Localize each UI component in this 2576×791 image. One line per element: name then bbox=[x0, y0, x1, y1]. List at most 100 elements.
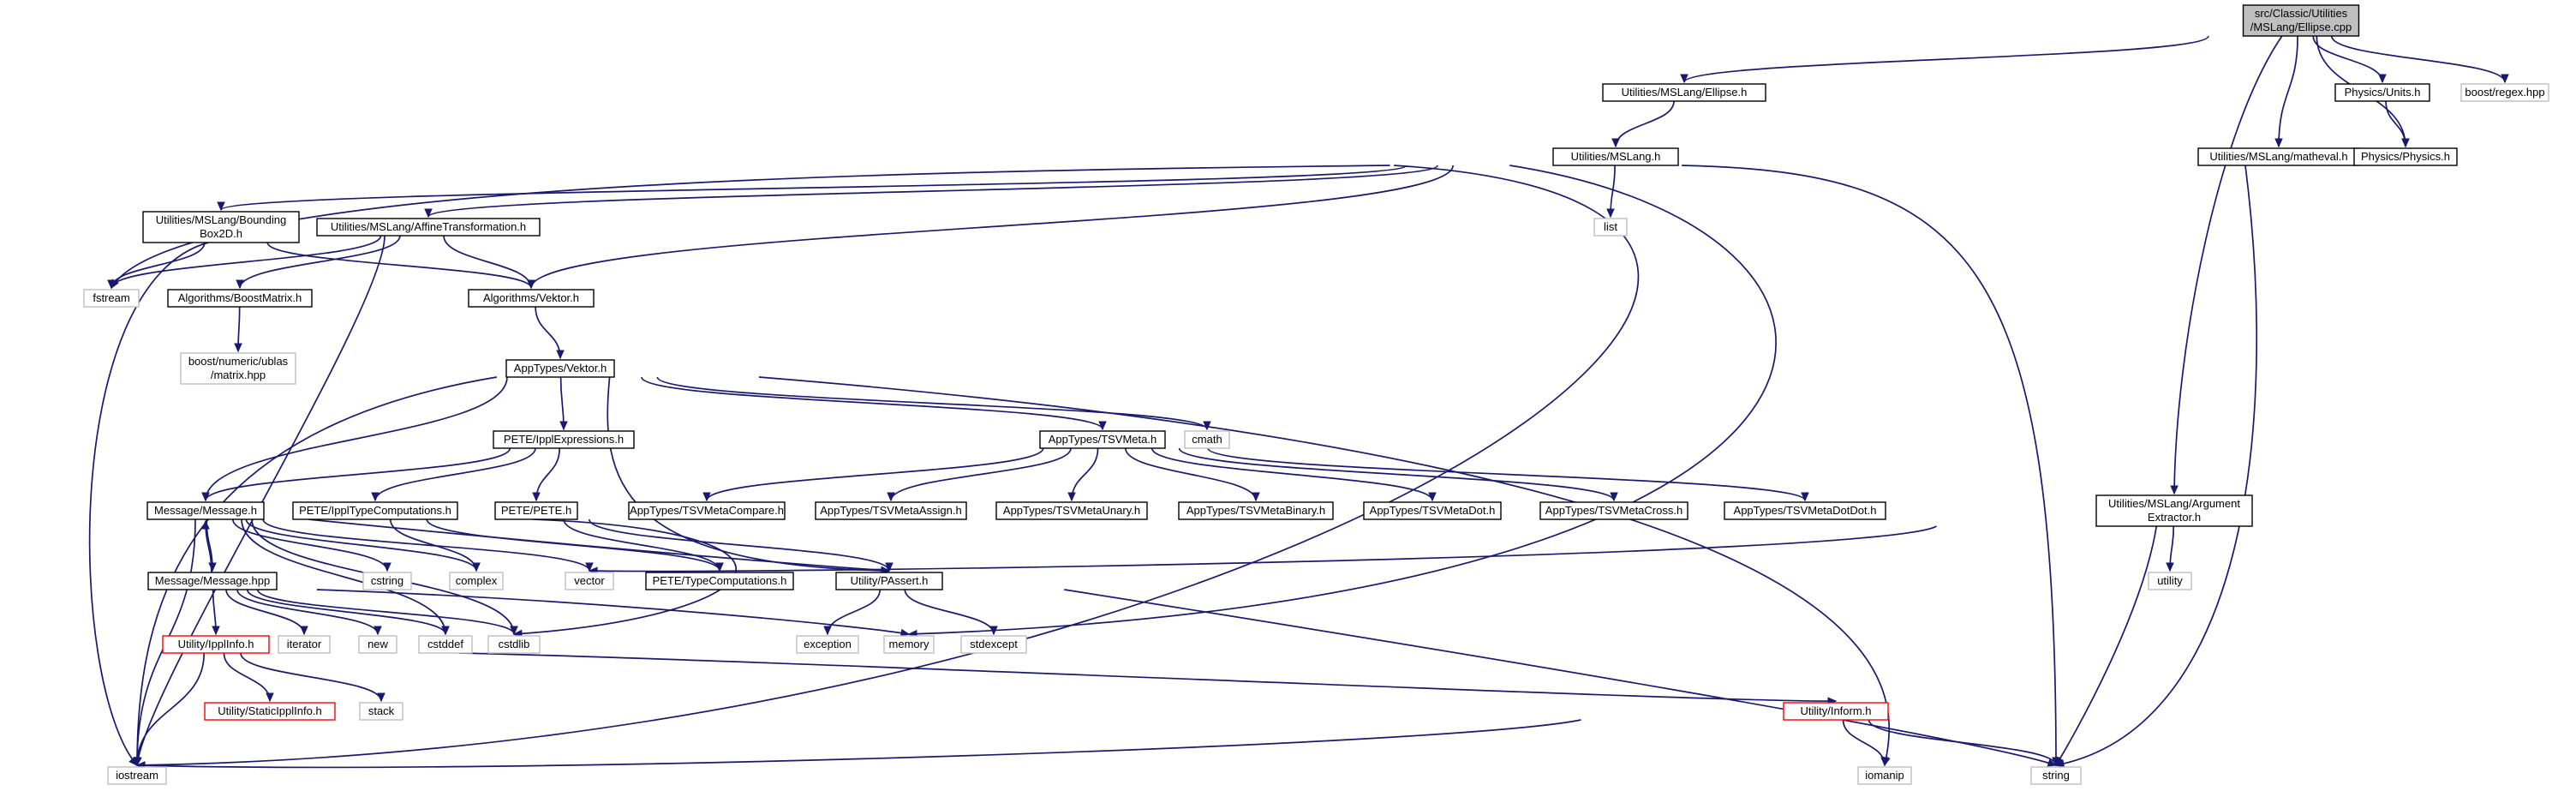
edge-algvektor-h-to-apptypes-vektor-h bbox=[535, 306, 565, 360]
edge-line bbox=[656, 376, 1208, 430]
edge-apptypes-vektor-h-to-ippl-expr-h bbox=[559, 376, 568, 431]
node-ippl-expr-h[interactable]: PETE/IpplExpressions.h bbox=[493, 430, 635, 449]
node-tsv-cross[interactable]: AppTypes/TSVMetaCross.h bbox=[1539, 501, 1688, 520]
edge-line bbox=[136, 235, 386, 766]
node-label: AppTypes/TSVMetaCompare.h bbox=[630, 504, 784, 517]
node-ipplinfo-h[interactable]: Utility/IpplInfo.h bbox=[162, 635, 270, 654]
node-mslang-h[interactable]: Utilities/MSLang.h bbox=[1552, 147, 1679, 166]
node-passert-h[interactable]: Utility/PAssert.h bbox=[835, 572, 943, 590]
edge-arrowhead bbox=[585, 562, 594, 572]
edge-line bbox=[1207, 447, 1806, 501]
node-box bbox=[1783, 702, 1889, 721]
node-vector: vector bbox=[565, 572, 614, 590]
node-pete-typecomp-h[interactable]: PETE/TypeComputations.h bbox=[645, 572, 794, 590]
node-exception: exception bbox=[796, 635, 859, 654]
edge-line bbox=[220, 165, 1408, 211]
edge-ipplinfo-h-to-static-ipplinfo-h bbox=[223, 652, 274, 703]
edge-line bbox=[1683, 35, 2209, 83]
edge-arrowhead bbox=[383, 562, 391, 572]
edge-line bbox=[890, 447, 1072, 501]
edge-line bbox=[2278, 35, 2298, 147]
edge-line bbox=[236, 589, 379, 635]
node-stdexcept: stdexcept bbox=[960, 635, 1027, 654]
node-label: AppTypes/TSVMetaAssign.h bbox=[820, 504, 961, 517]
node-matheval-h[interactable]: Utilities/MSLang/matheval.h bbox=[2197, 147, 2360, 166]
edge-line bbox=[111, 242, 206, 289]
edge-line bbox=[563, 518, 720, 572]
node-box bbox=[1184, 430, 1230, 449]
edge-line bbox=[1682, 165, 2057, 766]
node-root[interactable]: src/Classic/Utilities/MSLang/Ellipse.cpp bbox=[2242, 4, 2360, 37]
node-label: AppTypes/TSVMetaDotDot.h bbox=[1734, 504, 1877, 517]
edge-ippl-expr-h-to-message-h bbox=[201, 447, 511, 502]
node-label: Utilities/MSLang/Ellipse.h bbox=[1622, 86, 1748, 99]
edge-inform-h-to-iostream bbox=[135, 719, 1581, 770]
node-label: AppTypes/TSVMetaCross.h bbox=[1545, 504, 1682, 517]
node-box bbox=[146, 501, 265, 520]
edge-affine-h-to-boostmatrix-h bbox=[236, 235, 401, 290]
node-box bbox=[2148, 572, 2192, 590]
edge-line bbox=[588, 518, 890, 572]
node-message-h[interactable]: Message/Message.h bbox=[146, 501, 265, 520]
node-box bbox=[1552, 147, 1679, 166]
node-message-hpp[interactable]: Message/Message.hpp bbox=[147, 572, 278, 590]
edge-units-h-to-physics-h bbox=[2385, 100, 2410, 148]
node-tsv-dot[interactable]: AppTypes/TSVMetaDot.h bbox=[1363, 501, 1502, 520]
edge-bbox-h-to-algvektor-h bbox=[266, 242, 535, 290]
node-complex: complex bbox=[449, 572, 504, 590]
node-label: cmath bbox=[1192, 433, 1222, 446]
node-tsv-unary[interactable]: AppTypes/TSVMetaUnary.h bbox=[995, 501, 1148, 520]
edge-line bbox=[231, 518, 388, 572]
node-label: memory bbox=[889, 638, 929, 650]
node-tsv-assign[interactable]: AppTypes/TSVMetaAssign.h bbox=[815, 501, 967, 520]
node-affine-h[interactable]: Utilities/MSLang/AffineTransformation.h bbox=[316, 218, 541, 237]
node-box bbox=[316, 218, 541, 237]
edge-arrowhead bbox=[441, 626, 450, 636]
edge-line bbox=[88, 242, 209, 766]
node-label: iostream bbox=[116, 769, 158, 782]
node-ippl-typecomp-h[interactable]: PETE/IpplTypeComputations.h bbox=[292, 501, 458, 520]
node-algvektor-h[interactable]: Algorithms/Vektor.h bbox=[468, 289, 595, 308]
node-static-ipplinfo-h[interactable]: Utility/StaticIpplInfo.h bbox=[204, 702, 336, 721]
node-units-h[interactable]: Physics/Units.h bbox=[2334, 83, 2430, 102]
edge-arrowhead bbox=[2047, 758, 2058, 767]
edge-arrowhead bbox=[1610, 492, 1618, 502]
node-box bbox=[493, 430, 635, 449]
node-pete-h[interactable]: PETE/PETE.h bbox=[494, 501, 578, 520]
edge-arrowhead bbox=[377, 692, 386, 703]
node-tsv-compare[interactable]: AppTypes/TSVMetaCompare.h bbox=[628, 501, 786, 520]
edge-line bbox=[316, 589, 910, 635]
edge-message-hpp-to-iterator bbox=[225, 589, 308, 636]
edge-line bbox=[589, 525, 1937, 572]
node-ellipse-h[interactable]: Utilities/MSLang/Ellipse.h bbox=[1602, 83, 1766, 102]
edge-arrowhead bbox=[887, 492, 895, 502]
node-label: cstddef bbox=[427, 638, 463, 650]
node-label: vector bbox=[574, 574, 605, 587]
node-tsvmeta-h[interactable]: AppTypes/TSVMeta.h bbox=[1039, 430, 1166, 449]
node-boostmatrix-h[interactable]: Algorithms/BoostMatrix.h bbox=[167, 289, 313, 308]
edge-arrowhead bbox=[2166, 562, 2174, 572]
edge-pete-h-to-pete-typecomp-h bbox=[563, 518, 724, 572]
node-label: Utility/StaticIpplInfo.h bbox=[218, 704, 321, 717]
node-tsv-dotdot[interactable]: AppTypes/TSVMetaDotDot.h bbox=[1724, 501, 1886, 520]
edge-arrowhead bbox=[107, 279, 116, 290]
node-inform-h[interactable]: Utility/Inform.h bbox=[1783, 702, 1889, 721]
edge-root-to-argextract-h bbox=[2170, 35, 2283, 495]
node-apptypes-vektor-h[interactable]: AppTypes/Vektor.h bbox=[505, 359, 615, 378]
edge-passert-h-to-stdexcept bbox=[904, 589, 998, 636]
edge-line bbox=[205, 447, 511, 501]
node-tsv-binary[interactable]: AppTypes/TSVMetaBinary.h bbox=[1178, 501, 1334, 520]
node-iterator: iterator bbox=[278, 635, 331, 654]
edge-arrowhead bbox=[2501, 74, 2509, 84]
edge-line bbox=[758, 376, 1891, 766]
node-label: Algorithms/BoostMatrix.h bbox=[178, 291, 302, 304]
node-physics-h[interactable]: Physics/Physics.h bbox=[2353, 147, 2458, 166]
edge-arrowhead bbox=[133, 757, 141, 767]
edge-mslang-h-to-iostream bbox=[135, 165, 1640, 770]
edge-line bbox=[136, 376, 498, 766]
node-box bbox=[494, 501, 578, 520]
node-label: AppTypes/TSVMetaUnary.h bbox=[1003, 504, 1140, 517]
